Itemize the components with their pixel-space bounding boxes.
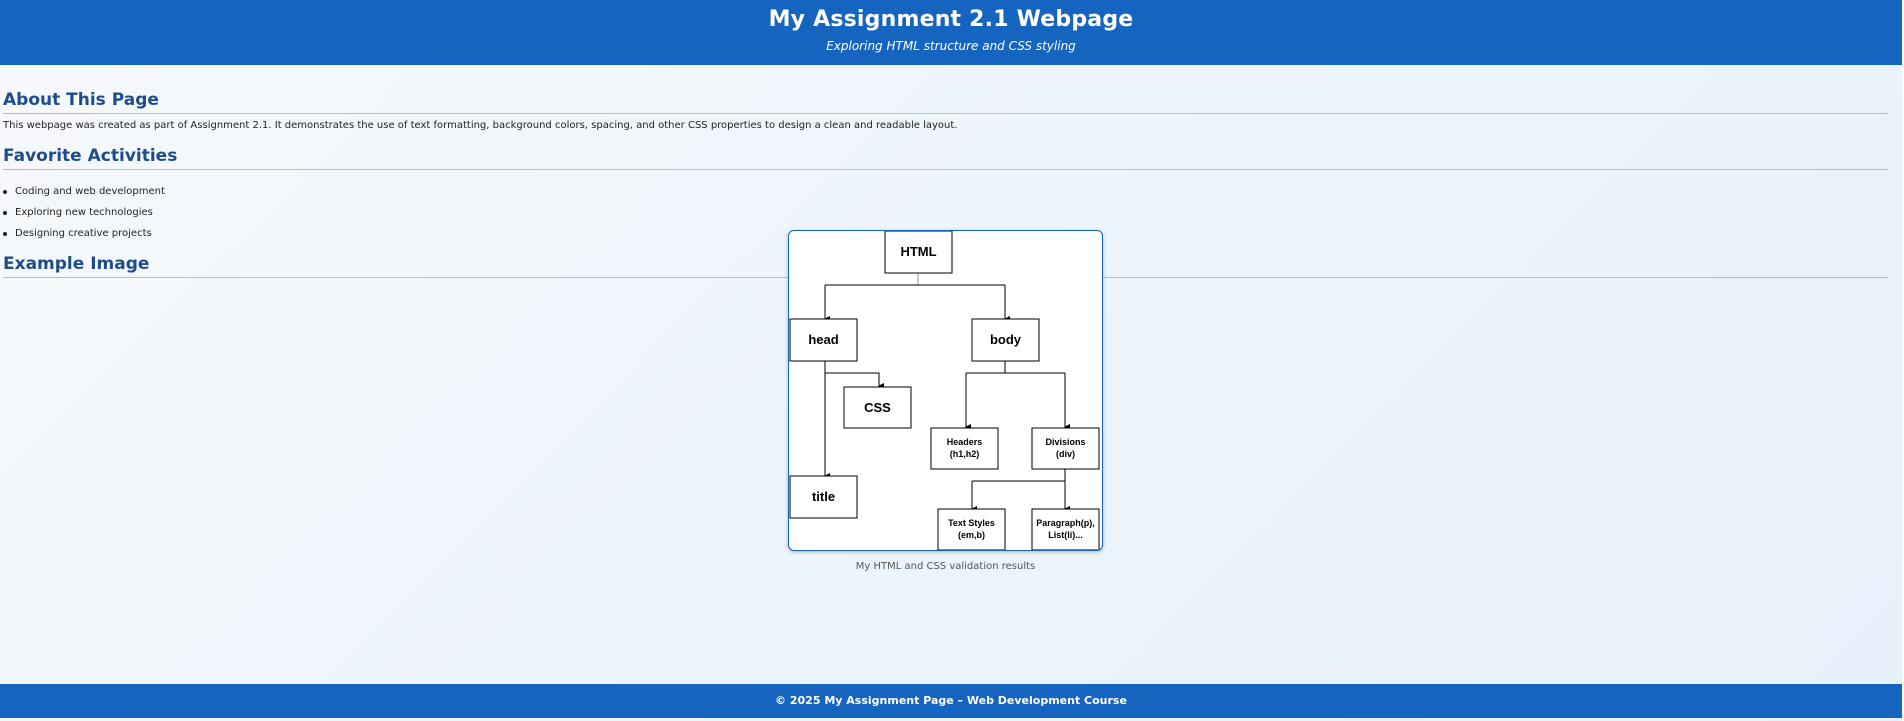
node-divisions-label-1: Divisions xyxy=(1045,437,1085,447)
list-item: Designing creative projects xyxy=(3,228,165,249)
node-divisions-label-2: (div) xyxy=(1056,449,1075,459)
list-item-label: Designing creative projects xyxy=(15,228,152,239)
example-image: HTML head body CSS title Headers (h1,h2)… xyxy=(788,230,1103,551)
bullet-icon xyxy=(3,211,7,215)
node-text-styles-label-2: (em,b) xyxy=(958,530,985,540)
list-item-label: Coding and web development xyxy=(15,186,165,197)
bullet-icon xyxy=(3,190,7,194)
bullet-icon xyxy=(3,232,7,236)
node-headers-label-1: Headers xyxy=(947,437,983,447)
page-footer: © 2025 My Assignment Page – Web Developm… xyxy=(0,684,1902,718)
about-heading: About This Page xyxy=(3,89,1888,114)
node-css-label: CSS xyxy=(864,400,891,415)
node-headers-label-2: (h1,h2) xyxy=(950,449,980,459)
node-html: HTML xyxy=(884,231,953,274)
node-paragraph-label-1: Paragraph(p), xyxy=(1036,518,1095,528)
node-text-styles: Text Styles (em,b) xyxy=(937,508,1006,550)
node-text-styles-label-1: Text Styles xyxy=(948,518,995,528)
image-caption: My HTML and CSS validation results xyxy=(855,561,1036,572)
html-structure-diagram: HTML head body CSS title Headers (h1,h2)… xyxy=(789,231,1100,550)
node-body: body xyxy=(971,318,1040,362)
footer-text: © 2025 My Assignment Page – Web Developm… xyxy=(775,694,1127,707)
node-body-label: body xyxy=(990,332,1022,347)
activities-heading: Favorite Activities xyxy=(3,145,1888,170)
activities-list: Coding and web development Exploring new… xyxy=(3,186,165,249)
diagram-connectors xyxy=(824,273,1070,512)
node-headers: Headers (h1,h2) xyxy=(930,427,999,470)
node-title-label: title xyxy=(812,489,835,504)
node-html-label: HTML xyxy=(900,244,936,259)
page-title: My Assignment 2.1 Webpage xyxy=(768,7,1134,32)
page-header: My Assignment 2.1 Webpage Exploring HTML… xyxy=(0,0,1902,65)
node-css: CSS xyxy=(843,386,912,429)
node-head: head xyxy=(789,318,858,362)
page-subtitle: Exploring HTML structure and CSS styling xyxy=(826,39,1076,53)
node-paragraph-label-2: List(li)... xyxy=(1048,530,1083,540)
node-divisions: Divisions (div) xyxy=(1031,427,1100,470)
list-item: Exploring new technologies xyxy=(3,207,165,228)
about-text: This webpage was created as part of Assi… xyxy=(3,120,958,131)
node-paragraph: Paragraph(p), List(li)... xyxy=(1031,508,1100,550)
node-title: title xyxy=(789,475,858,519)
list-item: Coding and web development xyxy=(3,186,165,207)
node-head-label: head xyxy=(808,332,838,347)
list-item-label: Exploring new technologies xyxy=(15,207,153,218)
window-edge xyxy=(1902,0,1904,721)
